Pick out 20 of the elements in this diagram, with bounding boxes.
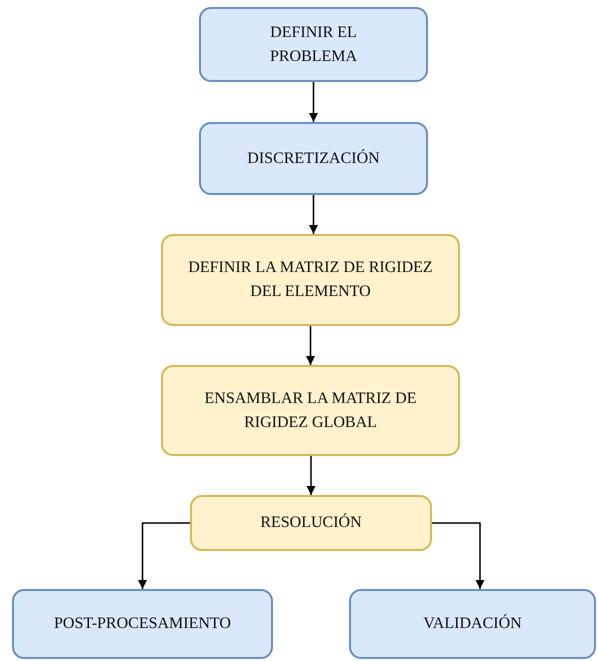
arrow: [138, 522, 190, 589]
process-box: [349, 589, 596, 659]
step-label: RESOLUCIÓN: [260, 512, 362, 533]
arrow: [432, 522, 484, 589]
process-box: [199, 7, 428, 82]
step-label: DISCRETIZACIÓN: [247, 148, 380, 168]
step-label: POST-PROCESAMIENTO: [54, 614, 231, 634]
process-box: [190, 495, 432, 551]
step-label: ENSAMBLAR LA MATRIZ DE RIGIDEZ GLOBAL: [203, 388, 418, 432]
process-box: [199, 122, 428, 195]
arrow: [306, 326, 315, 365]
process-box: [12, 589, 273, 659]
arrow: [309, 82, 318, 122]
process-box: [161, 365, 460, 456]
arrow: [306, 456, 316, 495]
arrow: [309, 195, 318, 234]
step-label: DEFINIR LA MATRIZ DE RIGIDEZ DEL ELEMENTO: [187, 258, 434, 302]
step-label: VALIDACIÓN: [423, 613, 522, 634]
step-label: DEFINIR EL PROBLEMA: [268, 22, 358, 66]
process-box: [161, 234, 460, 326]
